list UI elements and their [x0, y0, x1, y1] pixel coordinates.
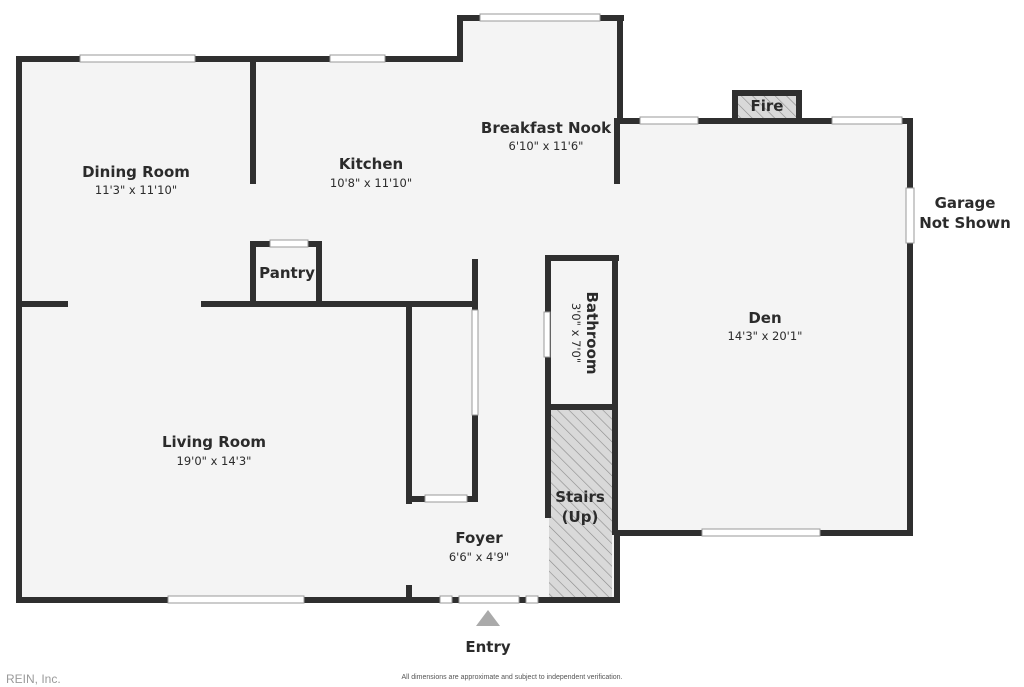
dining-room-dims: 11'3" x 11'10"	[95, 183, 177, 197]
disclaimer: All dimensions are approximate and subje…	[401, 674, 623, 681]
stairs-area	[549, 409, 612, 597]
kitchen-dims: 10'8" x 11'10"	[330, 176, 412, 190]
den-name: Den	[748, 309, 781, 327]
dining-room-name: Dining Room	[82, 163, 190, 181]
breakfast-nook-dims: 6'10" x 11'6"	[509, 139, 584, 153]
foyer-name: Foyer	[455, 529, 503, 547]
watermark: REIN, Inc.	[6, 672, 61, 686]
living-room-name: Living Room	[162, 433, 266, 451]
entry-label: Entry	[465, 638, 510, 656]
bathroom-dims: 3'0" x 7'0"	[569, 303, 583, 363]
breakfast-nook-name: Breakfast Nook	[481, 119, 612, 137]
den-dims: 14'3" x 20'1"	[728, 329, 803, 343]
pantry-name: Pantry	[259, 264, 315, 282]
stairs-label-line1: Stairs	[555, 488, 605, 506]
entry-arrow-icon	[476, 610, 500, 626]
kitchen-name: Kitchen	[339, 155, 403, 173]
garage-note-line1: Garage	[935, 194, 996, 212]
floor-area	[20, 18, 910, 600]
bathroom-label: Bathroom 3'0" x 7'0"	[569, 291, 601, 374]
living-room-dims: 19'0" x 14'3"	[177, 454, 252, 468]
stairs-label-line2: (Up)	[562, 508, 599, 526]
fireplace	[732, 90, 802, 124]
garage-note-line2: Not Shown	[919, 214, 1011, 232]
fireplace-label: Fire	[751, 97, 784, 115]
bathroom-name: Bathroom	[583, 291, 601, 374]
windows	[79, 13, 915, 604]
foyer-dims: 6'6" x 4'9"	[449, 550, 509, 564]
